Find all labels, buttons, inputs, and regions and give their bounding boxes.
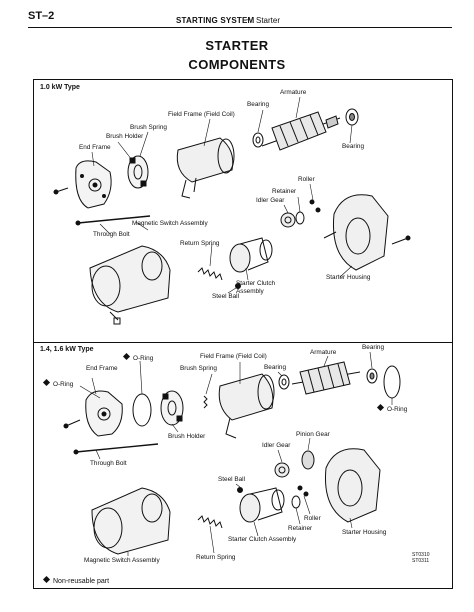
label-pinion-gear: Pinion Gear: [296, 431, 330, 438]
label-armature: Armature: [280, 89, 307, 96]
header-section-title: STARTING SYSTEM: [176, 16, 255, 25]
section-heading-1-4kw: 1.4, 1.6 kW Type: [40, 346, 94, 353]
header-subsection-title: Starter: [256, 16, 281, 25]
label-retainer-2: Retainer: [288, 525, 313, 532]
label-starter-housing-2: Starter Housing: [342, 529, 387, 536]
label-roller: Roller: [298, 176, 315, 183]
figure-codes: ST0310 ST0311: [412, 552, 430, 564]
label-o-ring-top: O-Ring: [122, 352, 153, 362]
through-bolt-part-2: [73, 443, 159, 455]
bearing-part-2: [278, 374, 290, 390]
field-frame-part: [176, 137, 235, 199]
label-return-spring-2: Return Spring: [196, 554, 236, 561]
section-divider: [33, 342, 453, 343]
idler-gear-part-2: [274, 462, 290, 478]
label-starter-housing: Starter Housing: [326, 274, 371, 281]
magnetic-switch-part-2: [91, 487, 171, 555]
brush-holder-part-2: [160, 390, 184, 426]
label-magnetic-switch-2: Magnetic Switch Assembly: [84, 557, 160, 564]
bearing-top-part-2: [366, 368, 378, 384]
return-spring-part-2: [197, 515, 223, 529]
retainer-part: [295, 211, 305, 225]
page-title: STARTER: [205, 38, 269, 53]
retainer-part-2: [291, 495, 301, 509]
non-reusable-mark: [376, 403, 385, 412]
magnetic-switch-part: [89, 245, 171, 325]
label-steel-ball: Steel Ball: [212, 293, 239, 300]
label-armature-2: Armature: [310, 349, 337, 356]
through-bolt-part: [75, 215, 151, 226]
field-frame-part-2: [218, 373, 275, 439]
label-brush-holder: Brush Holder: [106, 133, 144, 140]
screw-part-2: [63, 419, 81, 429]
bearing-part: [252, 132, 264, 148]
label-idler-gear: Idler Gear: [256, 197, 285, 204]
label-through-bolt: Through Bolt: [93, 231, 130, 238]
o-ring-part-right: [383, 365, 401, 399]
non-reusable-mark: [42, 575, 51, 584]
armature-part-2: [291, 361, 361, 395]
label-field-frame: Field Frame (Field Coil): [168, 111, 235, 118]
non-reusable-mark: [42, 378, 51, 387]
figure-code: ST0310: [412, 552, 430, 558]
label-bearing-right: Bearing: [342, 143, 365, 150]
leader-lines-s1: [91, 96, 353, 294]
starter-clutch-part: [229, 237, 273, 273]
label-brush-spring: Brush Spring: [130, 124, 167, 131]
return-spring-part: [197, 267, 223, 281]
label-field-frame-2: Field Frame (Field Coil): [200, 353, 267, 360]
section-heading-1kw: 1.0 kW Type: [40, 84, 80, 91]
label-magnetic-switch: Magnetic Switch Assembly: [132, 220, 208, 227]
label-idler-gear-2: Idler Gear: [262, 442, 291, 449]
o-ring-part-left: [132, 393, 152, 427]
label-steel-ball-2: Steel Ball: [218, 476, 245, 483]
page-subtitle: COMPONENTS: [188, 57, 286, 72]
header-rule: [28, 27, 452, 28]
label-end-frame-2: End Frame: [86, 365, 118, 372]
label-end-frame: End Frame: [79, 144, 111, 151]
steel-ball-part: [235, 283, 241, 289]
label-brush-spring-2: Brush Spring: [180, 365, 217, 372]
label-through-bolt-2: Through Bolt: [90, 460, 127, 467]
screw-part: [53, 187, 69, 195]
brush-holder-part: [127, 155, 149, 189]
roller-part-2: [297, 485, 309, 497]
label-bearing-top-2: Bearing: [362, 344, 385, 351]
end-frame-part: [75, 160, 112, 209]
label-bearing: Bearing: [247, 101, 270, 108]
idler-gear-part: [280, 212, 296, 228]
label-brush-holder-2: Brush Holder: [168, 433, 206, 440]
pinion-gear-part: [301, 450, 315, 470]
figure-code: ST0311: [412, 558, 430, 564]
label-retainer: Retainer: [272, 188, 297, 195]
starter-clutch-part-2: [239, 487, 285, 523]
label-starter-clutch-2: Starter Clutch Assembly: [228, 536, 297, 543]
components-frame: [33, 79, 453, 589]
footnote-text: Non-reusable part: [53, 578, 110, 585]
header-separator: –: [246, 15, 251, 24]
page-id: ST–2: [28, 10, 55, 22]
label-bearing-2: Bearing: [264, 364, 287, 371]
non-reusable-mark: [122, 352, 131, 361]
roller-part: [309, 199, 321, 213]
label-return-spring: Return Spring: [180, 240, 220, 247]
steel-ball-part-2: [237, 487, 243, 493]
armature-part: [261, 111, 341, 151]
end-frame-part-2: [85, 390, 123, 437]
label-starter-clutch: Starter Clutch Assembly: [236, 280, 276, 295]
label-roller-2: Roller: [304, 515, 321, 522]
bolt-part: [391, 235, 411, 245]
label-o-ring-left: O-Ring: [42, 378, 73, 388]
starter-housing-part: [323, 194, 389, 271]
starter-housing-part-2: [324, 448, 381, 523]
bearing-right-part: [345, 108, 359, 126]
brush-spring-part-2: [203, 395, 208, 409]
label-o-ring-right: O-Ring: [376, 403, 407, 413]
footnote: Non-reusable part: [42, 575, 110, 585]
leader-lines-s2: [79, 351, 393, 556]
